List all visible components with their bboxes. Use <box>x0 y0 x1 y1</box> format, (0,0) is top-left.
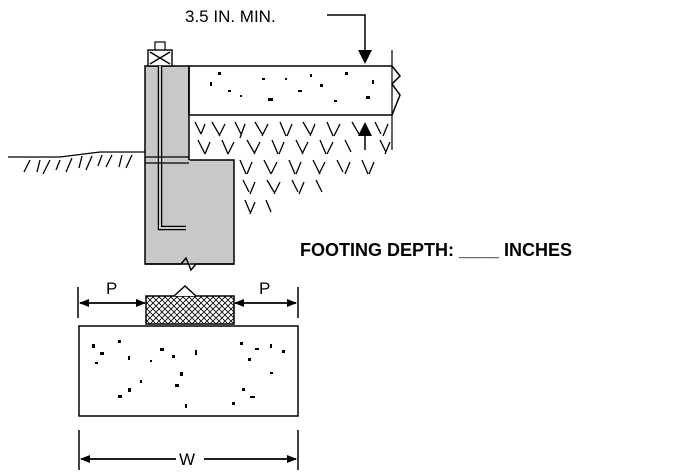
projection-left-label: P <box>106 279 117 298</box>
footing <box>78 325 299 417</box>
slab-thickness-leader <box>327 14 366 52</box>
projection-right-label: P <box>259 279 270 298</box>
wall-break-mark <box>145 256 234 272</box>
slab-bottom-arrowhead <box>358 122 372 136</box>
width-label: W <box>179 450 195 469</box>
floor-slab <box>188 50 402 150</box>
grade-line-left <box>8 151 145 175</box>
slab-top-arrowhead <box>358 50 372 64</box>
wall-thickened-base <box>188 159 235 265</box>
footing-depth-label: FOOTING DEPTH: ____ INCHES <box>300 240 572 260</box>
footing-pedestal <box>145 295 235 325</box>
anchor-bolt-nut <box>154 41 166 51</box>
slab-thickness-label: 3.5 IN. MIN. <box>185 7 276 26</box>
compacted-fill-hatching <box>194 121 391 215</box>
